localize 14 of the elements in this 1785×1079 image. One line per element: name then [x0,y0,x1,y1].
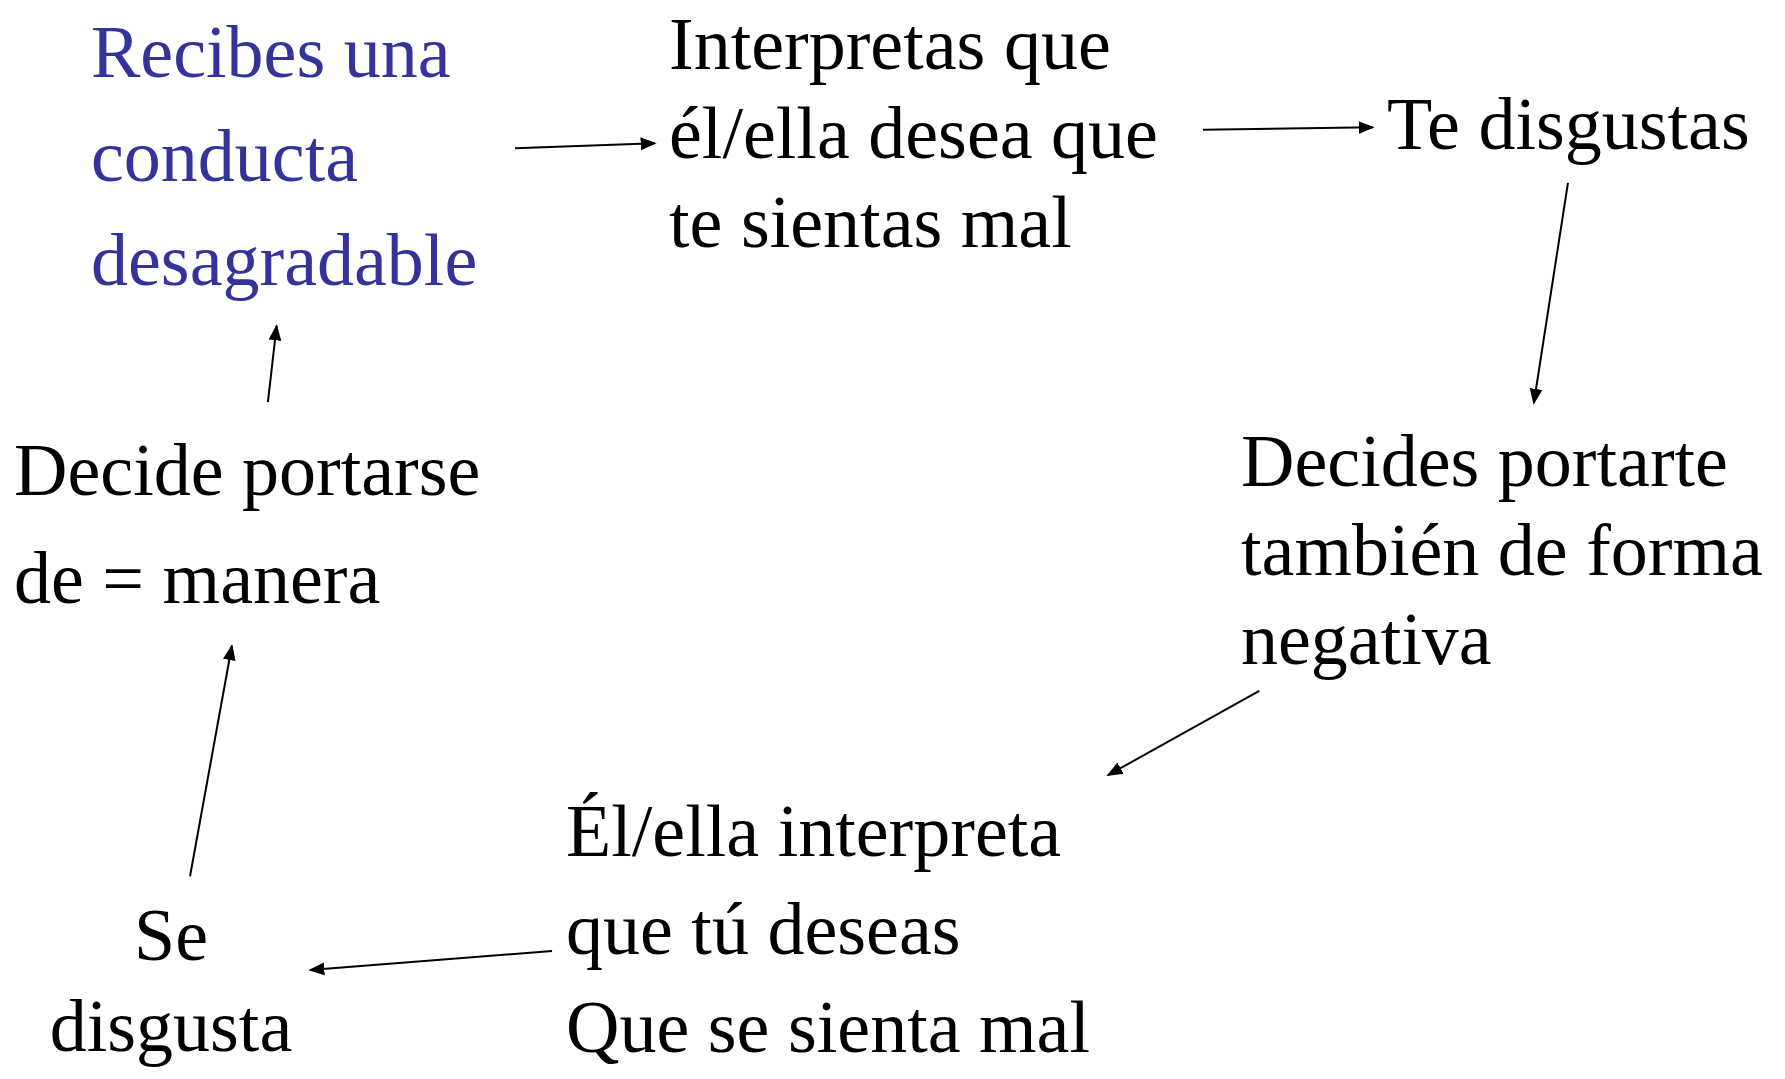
arrow [514,137,657,151]
step-text: Te disgustas [1387,80,1767,169]
step-text: Se disgusta [46,890,296,1072]
arrow [266,324,282,404]
step-text: Él/ella interpreta que tú deseas Que se sienta mal [566,782,1098,1076]
step-text: Decides portarte también de forma negativa [1241,417,1781,684]
arrow [1202,121,1375,134]
step-text: Interpretas que él/ella desea que te sientas mal [669,0,1189,267]
arrow [308,950,554,976]
arrow [189,644,236,878]
step-text: Recibes una conducta desagradable [91,0,501,312]
step-text: Decide portarse de = manera [14,416,494,632]
arrow [1106,689,1261,777]
arrow [1529,181,1569,405]
